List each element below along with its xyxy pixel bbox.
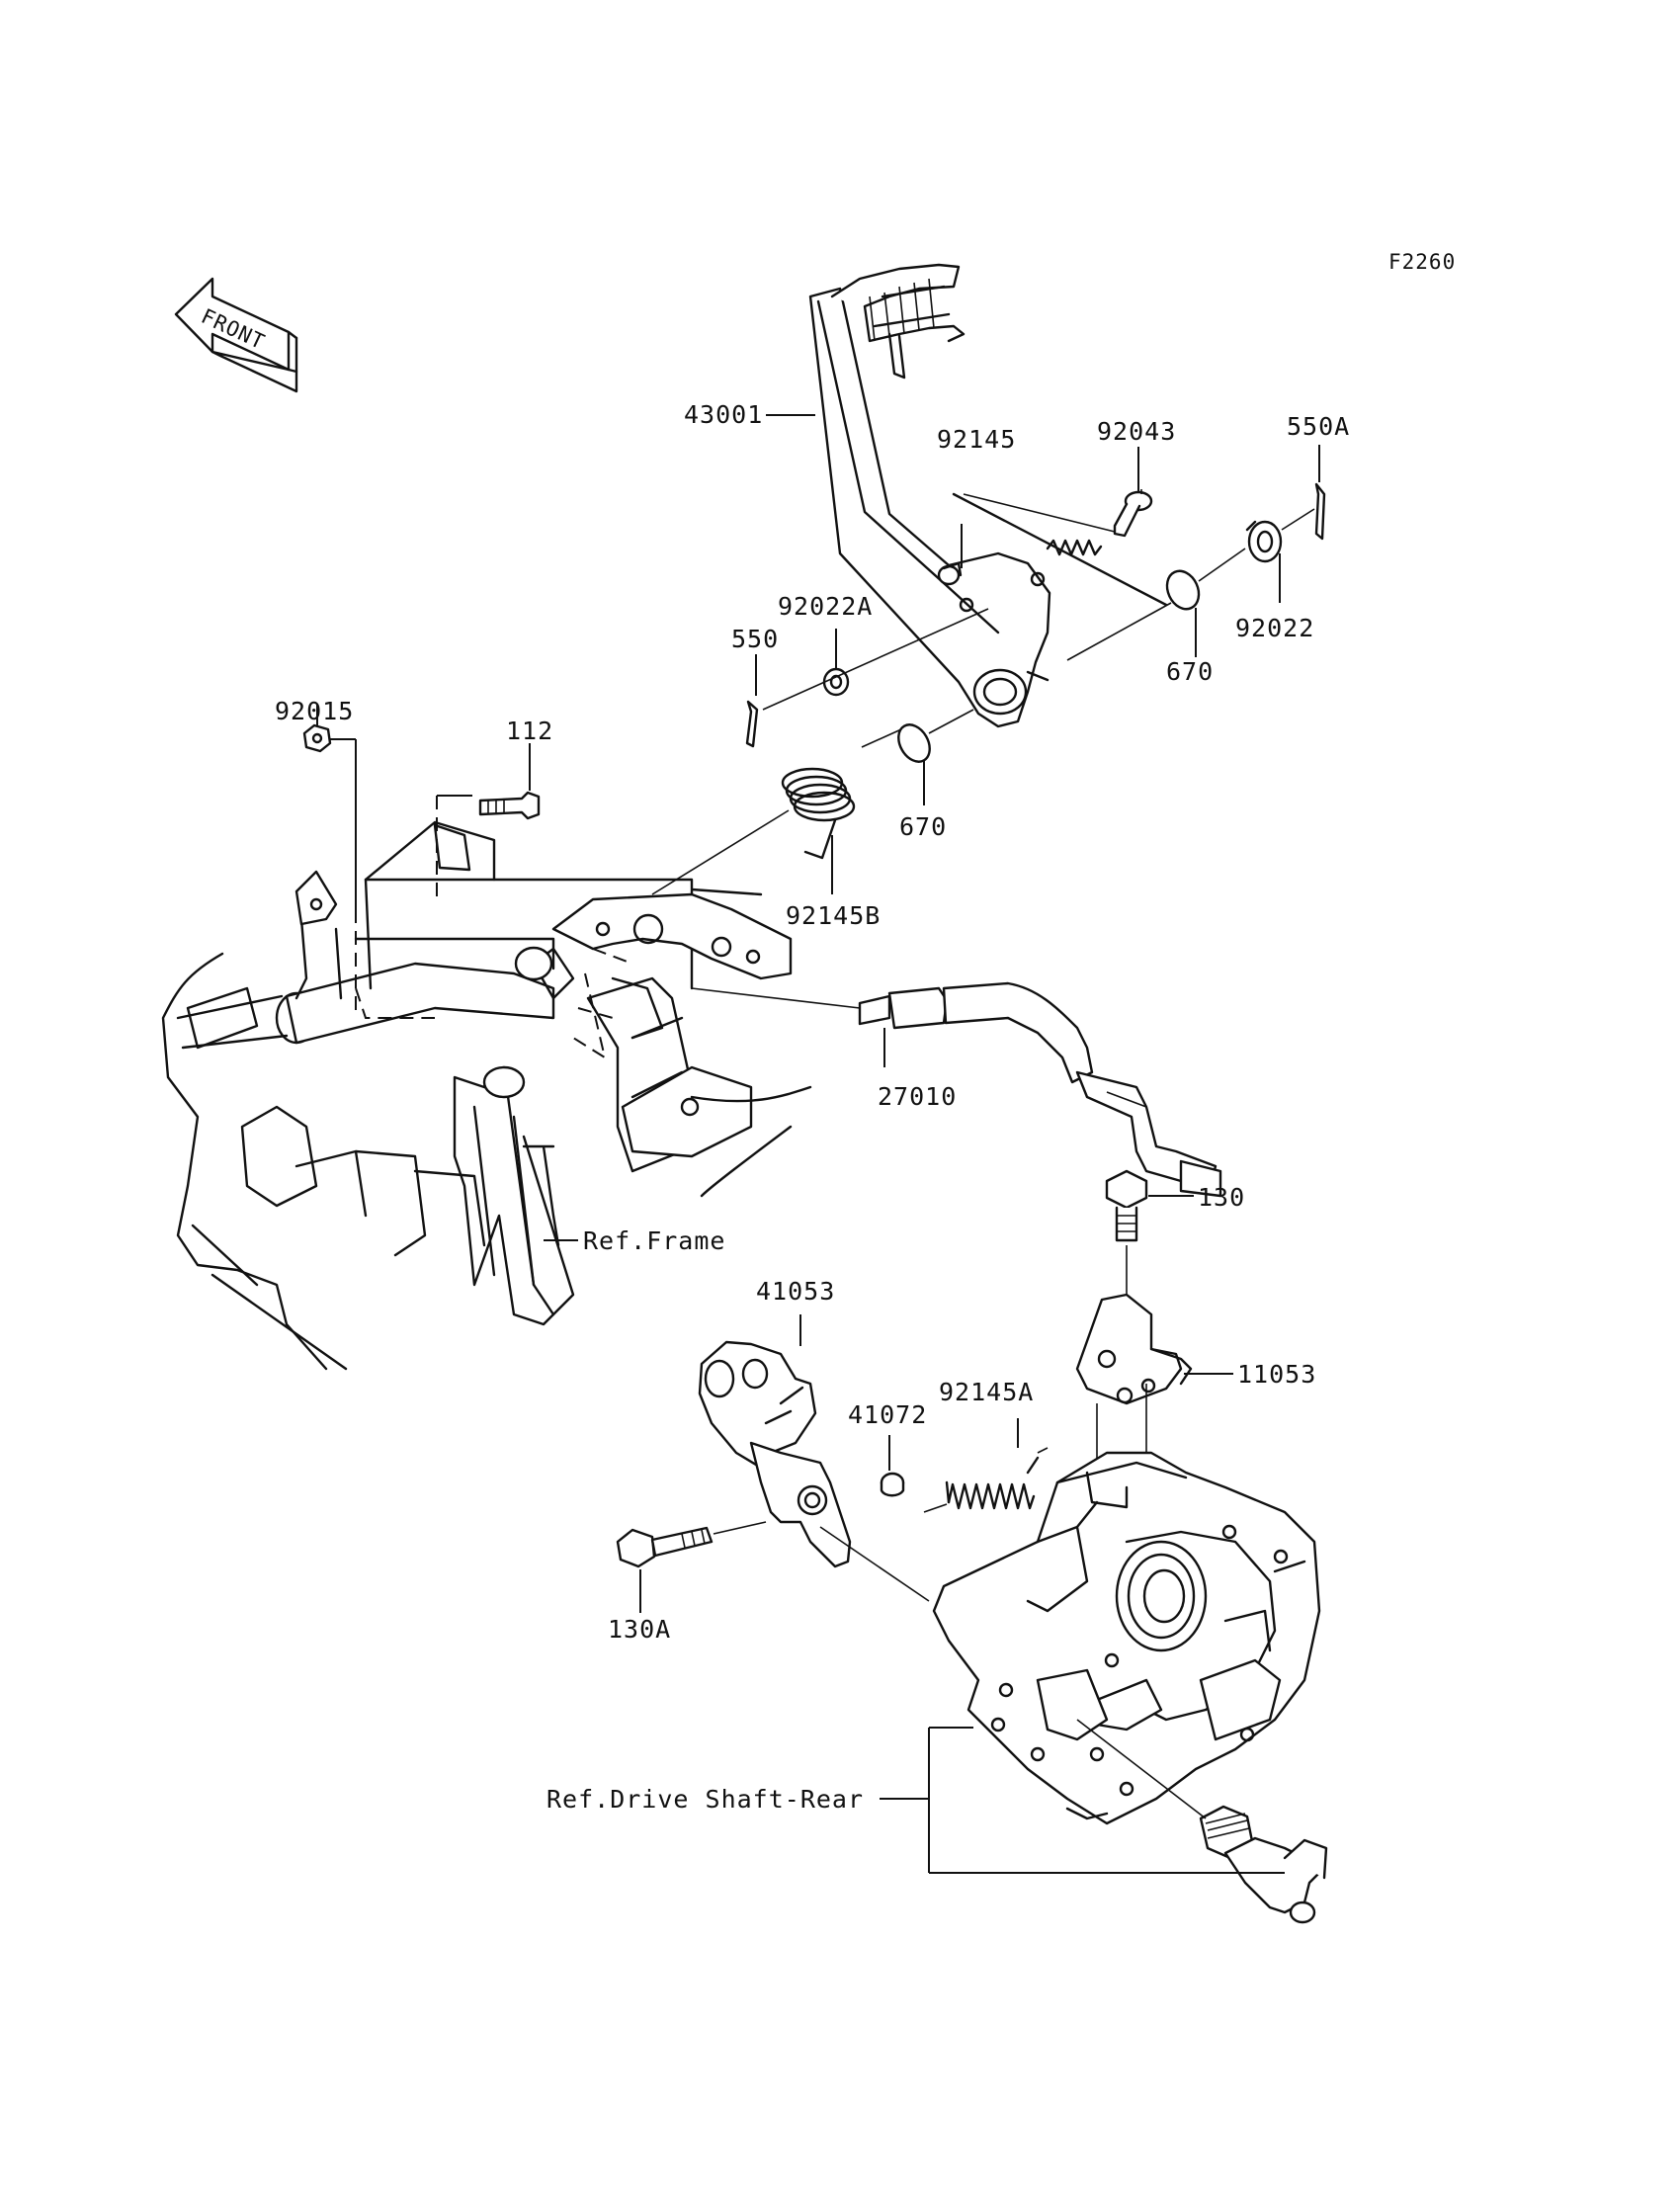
label-43001: 43001	[684, 400, 763, 429]
label-27010: 27010	[878, 1082, 957, 1111]
label-11053: 11053	[1237, 1360, 1316, 1389]
label-ref-drive-shaft-rear: Ref.Drive Shaft-Rear	[546, 1785, 864, 1814]
nut-92015-drawing	[302, 704, 332, 753]
label-130A: 130A	[608, 1615, 671, 1644]
label-ref-frame: Ref.Frame	[583, 1226, 725, 1255]
assembly-guide-lines-upper	[651, 489, 1315, 895]
o-ring-670-lower-drawing	[897, 723, 931, 805]
cotter-pin-550-drawing	[745, 654, 759, 748]
torsion-spring-92145B-drawing	[781, 767, 856, 894]
frame-drawing	[161, 738, 812, 1371]
label-670-lower: 670	[899, 812, 947, 841]
label-550: 550	[731, 625, 779, 653]
label-92145B: 92145B	[786, 901, 881, 930]
label-92145: 92145	[937, 425, 1016, 454]
o-ring-670-upper-drawing	[1165, 569, 1201, 657]
collar-41072-drawing	[880, 1435, 905, 1497]
bolt-112-drawing	[478, 743, 541, 820]
label-550A: 550A	[1287, 412, 1350, 441]
brake-switch-27010-drawing	[691, 981, 1222, 1198]
label-92145A: 92145A	[939, 1378, 1034, 1406]
label-92043: 92043	[1097, 417, 1176, 446]
washer-92022A-drawing	[822, 629, 850, 697]
brake-pedal-drawing	[808, 263, 1051, 728]
diagram-code: F2260	[1388, 250, 1456, 274]
drive-shaft-drawing	[1076, 1719, 1328, 1924]
washer-92022-drawing	[1245, 520, 1283, 603]
label-92015: 92015	[275, 697, 354, 725]
cotter-pin-550A-drawing	[1314, 445, 1326, 541]
label-130: 130	[1198, 1183, 1245, 1212]
front-arrow-icon: FRONT	[174, 277, 298, 393]
label-41072: 41072	[848, 1400, 927, 1429]
spring-92145-drawing	[952, 492, 1168, 607]
bracket-11053-drawing	[1075, 1293, 1233, 1473]
gear-case-drawing	[932, 1451, 1321, 1825]
lever-41053-drawing	[698, 1314, 930, 1602]
label-92022A: 92022A	[778, 592, 873, 621]
label-670-upper: 670	[1166, 657, 1214, 686]
label-92022: 92022	[1235, 614, 1314, 642]
bolt-130A-drawing	[616, 1521, 767, 1613]
part-labels: 43001 92145 92043 550A 92022A 550 92022 …	[275, 400, 1350, 1814]
label-112: 112	[506, 717, 553, 745]
pin-92043-drawing	[1113, 447, 1153, 538]
label-41053: 41053	[756, 1277, 835, 1306]
drive-shaft-reference-bracket	[880, 1727, 1285, 1874]
spring-92145A-drawing	[923, 1418, 1049, 1513]
